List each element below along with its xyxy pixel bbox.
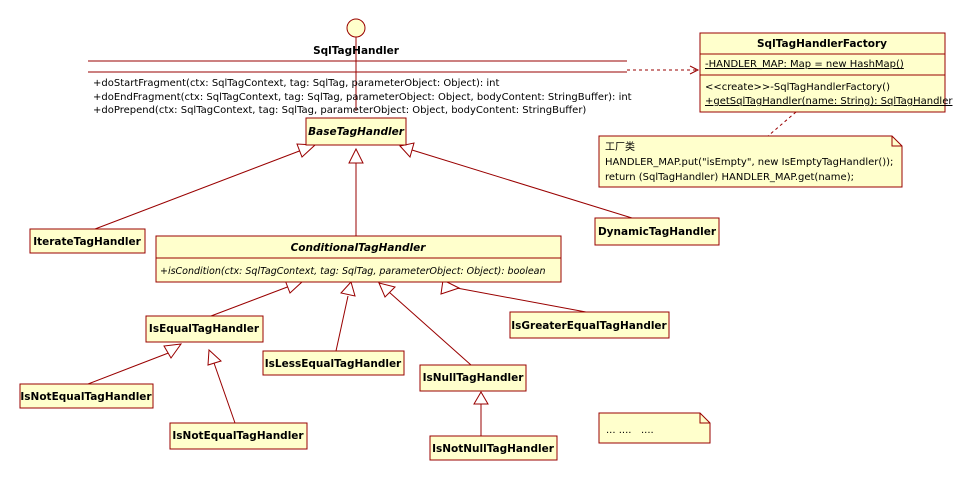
class-iteratetaghandler: IterateTagHandler <box>29 228 146 254</box>
isnotequal1-box <box>19 383 154 409</box>
conditional-operation: +isCondition(ctx: SqlTagContext, tag: Sq… <box>160 266 546 277</box>
class-isnulltaghandler: IsNullTagHandler <box>419 364 527 392</box>
dynamic-name: DynamicTagHandler <box>598 226 717 238</box>
generalization-arrowhead-icon <box>340 280 356 297</box>
conditional-box <box>155 235 562 283</box>
note-link <box>767 111 797 137</box>
class-isnotnulltaghandler: IsNotNullTagHandler <box>429 435 558 461</box>
iterate-box <box>29 228 146 254</box>
base-box <box>305 117 407 146</box>
class-isgreaterequaltaghandler: IsGreaterEqualTagHandler <box>509 311 670 339</box>
class-conditionaltaghandler: ConditionalTagHandler +isCondition(ctx: … <box>155 235 562 283</box>
generalization-arrowhead-icon <box>440 279 461 295</box>
generalization-arrowhead-icon <box>296 143 317 158</box>
class-sqltaghandlerfactory: SqlTagHandlerFactory -HANDLER_MAP: Map =… <box>699 32 953 113</box>
factory-operation: <<create>>-SqlTagHandlerFactory() <box>705 82 890 93</box>
isnull-name: IsNullTagHandler <box>423 372 525 384</box>
isnull-box <box>419 364 527 392</box>
isgreaterequal-name: IsGreaterEqualTagHandler <box>511 320 667 332</box>
generalization-arrowhead-icon <box>207 348 222 366</box>
interface-operation: +doPrepend(ctx: SqlTagContext, tag: SqlT… <box>93 105 586 116</box>
interface-sqltaghandler: SqlTagHandler +doStartFragment(ctx: SqlT… <box>88 18 632 116</box>
iterate-name: IterateTagHandler <box>33 236 141 248</box>
edge-isnotequal1-to-isequal <box>87 351 172 385</box>
isnotnull-name: IsNotNullTagHandler <box>432 443 555 455</box>
class-dynamictaghandler: DynamicTagHandler <box>594 217 720 246</box>
edge-isequal-to-conditional <box>210 285 291 317</box>
edge-isnull-to-conditional <box>388 291 472 366</box>
note-ellipsis: ... .... .... <box>598 412 711 444</box>
interface-circle-icon <box>346 18 366 38</box>
generalization-arrowhead-icon <box>378 282 396 298</box>
inheritance-edges <box>87 142 633 436</box>
generalization-arrowhead-icon <box>348 147 364 164</box>
isnotequal1-name: IsNotEqualTagHandler <box>20 391 152 403</box>
factory-name: SqlTagHandlerFactory <box>757 38 887 50</box>
factory-operation: +getSqlTagHandler(name: String): SqlTagH… <box>705 96 953 107</box>
isnotequal2-box <box>169 422 308 450</box>
note-ellipsis-fold <box>699 413 710 424</box>
class-basetaghandler: BaseTagHandler <box>305 117 407 146</box>
interface-name: SqlTagHandler <box>313 45 400 57</box>
dependency-arrowhead <box>689 65 700 75</box>
isnotequal2-name: IsNotEqualTagHandler <box>172 430 304 442</box>
note-line: HANDLER_MAP.put("isEmpty", new IsEmptyTa… <box>605 157 893 168</box>
isequal-name: IsEqualTagHandler <box>149 323 260 335</box>
generalization-arrowhead-icon <box>473 391 489 405</box>
interface-operation: +doEndFragment(ctx: SqlTagContext, tag: … <box>93 92 632 103</box>
isequal-box <box>145 315 264 343</box>
islessequal-name: IsLessEqualTagHandler <box>265 358 402 370</box>
factory-box <box>699 32 946 113</box>
note-ellipsis-box <box>598 412 711 444</box>
class-isequaltaghandler: IsEqualTagHandler <box>145 315 264 343</box>
conditional-name: ConditionalTagHandler <box>291 242 427 254</box>
interface-operation: +doStartFragment(ctx: SqlTagContext, tag… <box>93 78 500 89</box>
base-name: BaseTagHandler <box>308 126 405 138</box>
edge-isnotequal2-to-isequal <box>213 362 236 424</box>
isnotnull-box <box>429 435 558 461</box>
edge-islessequal-to-conditional <box>335 295 349 352</box>
class-isnotequaltaghandler-right: IsNotEqualTagHandler <box>169 422 308 450</box>
note-line: 工厂类 <box>605 140 635 153</box>
note-ellipsis-text: ... .... .... <box>606 425 654 436</box>
note-line: return (SqlTagHandler) HANDLER_MAP.get(n… <box>605 172 854 183</box>
class-isnotequaltaghandler-left: IsNotEqualTagHandler <box>19 383 154 409</box>
edge-isgreaterequal-to-conditional <box>445 285 587 313</box>
isgreaterequal-box <box>509 311 670 339</box>
dynamic-box <box>594 217 720 246</box>
generalization-arrowhead-icon <box>163 343 183 359</box>
factory-attribute: -HANDLER_MAP: Map = new HashMap() <box>705 59 904 70</box>
edge-dynamic-to-base <box>411 149 633 219</box>
note-factory-box <box>598 135 903 188</box>
class-islessequaltaghandler: IsLessEqualTagHandler <box>262 350 405 376</box>
edge-iterate-to-base <box>94 149 303 230</box>
note-factory: 工厂类 HANDLER_MAP.put("isEmpty", new IsEmp… <box>598 135 903 188</box>
note-factory-fold <box>891 136 902 147</box>
islessequal-box <box>262 350 405 376</box>
generalization-arrowhead-icon <box>399 142 415 159</box>
